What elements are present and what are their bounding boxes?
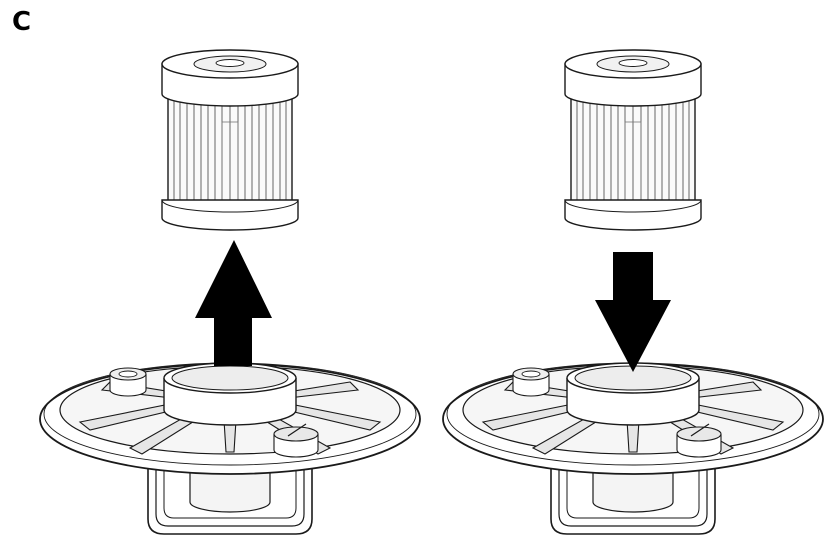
panel-remove	[40, 50, 420, 534]
panel-insert	[443, 50, 823, 534]
filter-base-left	[40, 363, 420, 534]
filter-cartridge-right	[565, 50, 701, 230]
arrow-up-icon	[195, 240, 272, 366]
arrow-down-icon	[595, 252, 671, 372]
filter-base-right	[443, 363, 823, 534]
filter-cartridge-left	[162, 50, 298, 230]
